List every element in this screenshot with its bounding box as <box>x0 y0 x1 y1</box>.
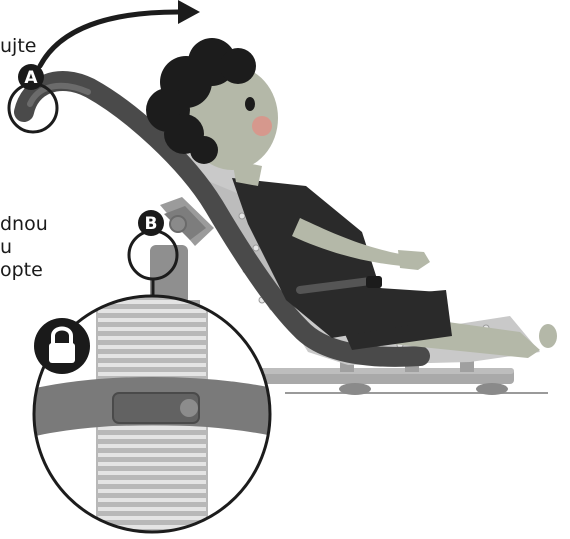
spring-rib <box>98 426 206 430</box>
spring-rib <box>98 453 206 457</box>
spring-rib <box>98 345 206 349</box>
spring-rib <box>98 507 206 511</box>
spring-rib <box>98 444 206 448</box>
spring-rib <box>98 363 206 367</box>
spring-rib <box>98 480 206 484</box>
spring-rib <box>98 516 206 520</box>
spring-rib <box>98 534 206 538</box>
spring-rib <box>98 318 206 322</box>
spring-rib <box>98 471 206 475</box>
spring-rib <box>98 498 206 502</box>
spring-rib <box>98 435 206 439</box>
spring-rib <box>98 309 206 313</box>
marker-a-label: A <box>24 68 38 88</box>
spring-rib <box>98 327 206 331</box>
marker-b-label: B <box>145 214 158 234</box>
spring-rib <box>98 354 206 358</box>
marker-b-badge: B <box>138 210 164 236</box>
curved-arrow-icon <box>40 0 200 66</box>
spring-rib <box>98 489 206 493</box>
marker-a-badge: A <box>18 64 44 90</box>
lock-icon <box>34 318 90 374</box>
spring-rib <box>98 372 206 376</box>
spring-rib <box>98 462 206 466</box>
spring-rib <box>98 336 206 340</box>
